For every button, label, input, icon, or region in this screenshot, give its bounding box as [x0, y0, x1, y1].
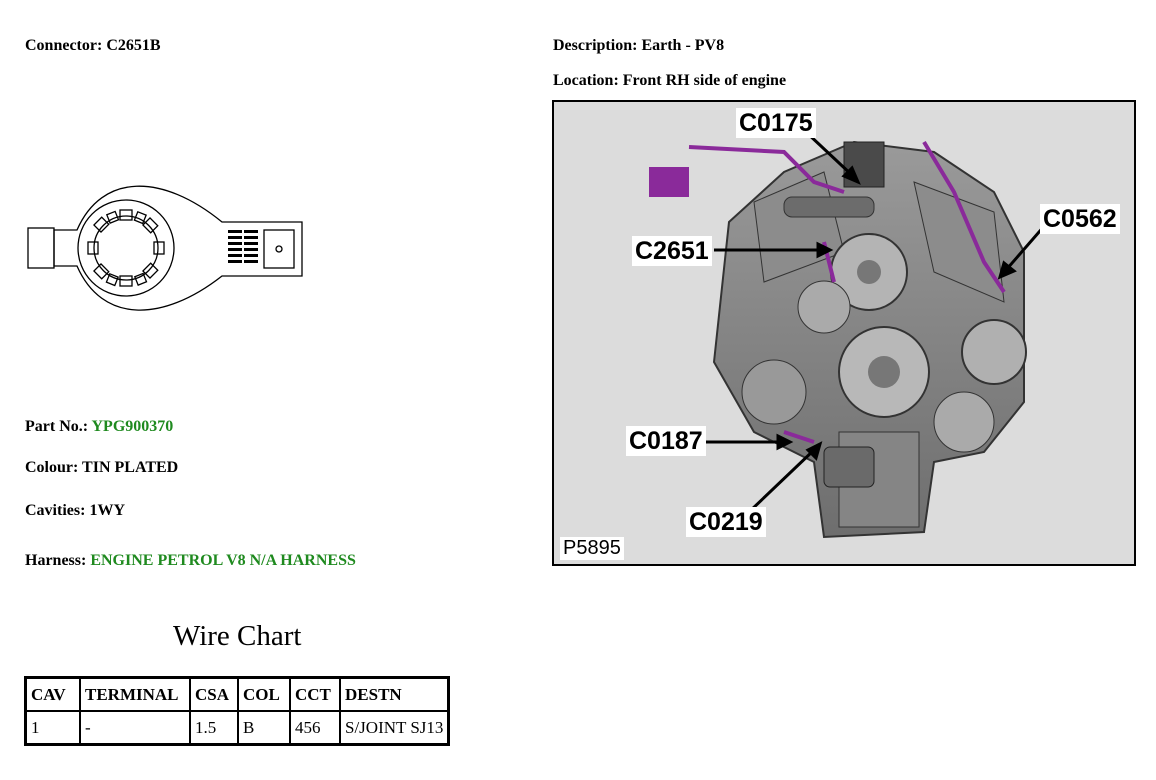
upper-pulley-hub	[857, 260, 881, 284]
callout-c0219: C0219	[686, 507, 766, 537]
connector-label: Connector:	[25, 37, 103, 54]
crimp-hole	[275, 245, 283, 253]
cavities-value: 1WY	[89, 502, 125, 519]
part-no-label: Part No.:	[25, 418, 89, 435]
column-header-cct: CCT	[289, 676, 341, 712]
callout-arrows	[704, 130, 1048, 514]
column-header-cav: CAV	[24, 676, 81, 712]
part-no-link[interactable]: YPG900370	[91, 418, 174, 435]
cell-destn: S/JOINT SJ13	[339, 710, 450, 746]
right-cam-cover	[913, 181, 1005, 303]
crimp-barrel	[263, 229, 295, 269]
starter-housing	[741, 359, 807, 425]
cell-csa: 1.5	[189, 710, 239, 746]
callout-c0187: C0187	[626, 426, 706, 456]
engine-illustration	[649, 130, 1048, 539]
callout-c0175: C0175	[736, 108, 816, 138]
column-header-destn: DESTN	[339, 676, 450, 712]
cell-cct: 456	[289, 710, 341, 746]
location-label: Location:	[553, 72, 619, 89]
colour-label: Colour:	[25, 459, 79, 476]
column-header-col: COL	[237, 676, 291, 712]
throttle-body	[843, 141, 885, 188]
harness-field: Harness: ENGINE PETROL V8 N/A HARNESS	[25, 552, 356, 570]
ring-outer	[77, 199, 175, 297]
intake-pipe	[783, 196, 875, 218]
crimp-serrations	[228, 230, 258, 263]
harness-label: Harness:	[25, 552, 87, 569]
description-field: Description: Earth - PV8	[553, 37, 724, 55]
cell-terminal: -	[79, 710, 191, 746]
purple-connector	[649, 167, 689, 197]
table-row: 1 - 1.5 B 456 S/JOINT SJ13	[24, 710, 450, 746]
colour-value: TIN PLATED	[82, 459, 179, 476]
ac-compressor	[933, 391, 995, 453]
connector-field: Connector: C2651B	[25, 37, 161, 55]
starter-motor	[823, 446, 875, 488]
ring-terminal-drawing	[27, 185, 303, 311]
connector-value: C2651B	[106, 37, 161, 54]
ring-teeth	[87, 209, 165, 287]
alternator	[961, 319, 1027, 385]
callout-c0562: C0562	[1040, 204, 1120, 234]
image-reference: P5895	[560, 537, 624, 560]
colour-field: Colour: TIN PLATED	[25, 459, 178, 477]
callout-c2651: C2651	[632, 236, 712, 266]
wire-chart-title: Wire Chart	[173, 620, 302, 652]
cell-cav: 1	[24, 710, 81, 746]
engine-location-image: C0175 C2651 C0562 C0187 C0219 P5895	[552, 100, 1136, 566]
location-field: Location: Front RH side of engine	[553, 72, 786, 90]
cavities-label: Cavities:	[25, 502, 86, 519]
ring-inner	[93, 215, 159, 281]
cavities-field: Cavities: 1WY	[25, 502, 125, 520]
idler-pulley	[797, 280, 851, 334]
crank-pulley-hub	[868, 356, 900, 388]
description-label: Description:	[553, 37, 638, 54]
column-header-terminal: TERMINAL	[79, 676, 191, 712]
column-header-csa: CSA	[189, 676, 239, 712]
table-header-row: CAV TERMINAL CSA COL CCT DESTN	[24, 676, 450, 712]
cell-col: B	[237, 710, 291, 746]
terminal-tab	[27, 227, 55, 269]
terminal-outline	[53, 185, 303, 311]
harness-link[interactable]: ENGINE PETROL V8 N/A HARNESS	[90, 552, 356, 569]
description-value: Earth - PV8	[641, 37, 725, 54]
location-value: Front RH side of engine	[622, 72, 787, 89]
wire-chart-table: CAV TERMINAL CSA COL CCT DESTN 1 - 1.5 B…	[24, 676, 451, 746]
part-no-field: Part No.: YPG900370	[25, 418, 173, 436]
